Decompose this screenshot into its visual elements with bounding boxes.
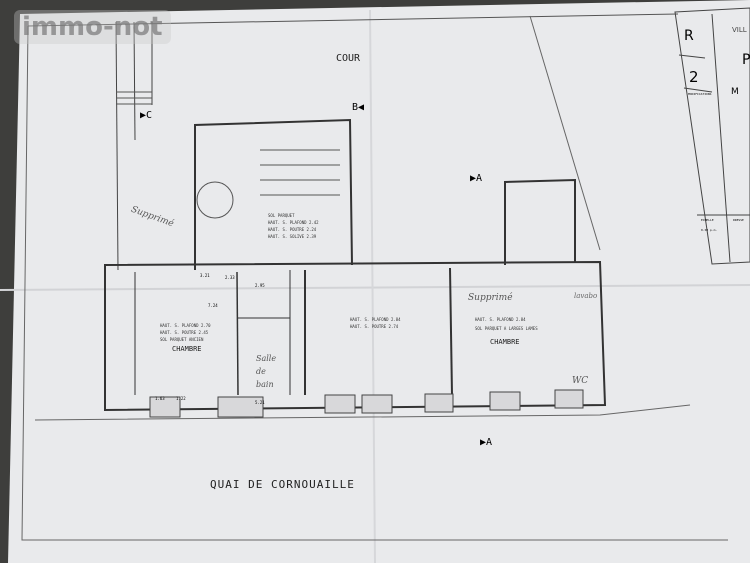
wall	[449, 267, 453, 396]
stair-tower	[194, 118, 353, 270]
border-line	[21, 25, 728, 541]
annex-tower	[504, 178, 576, 265]
watermark: immo-not	[14, 10, 171, 44]
dimension: 1.63	[155, 396, 165, 401]
handwritten-sink: lavabo	[574, 292, 598, 300]
stair-notes: SOL PARQUET HAUT. S. PLAFOND 2.42 HAUT. …	[268, 213, 319, 239]
handwritten-wc: WC	[572, 376, 589, 386]
stairs	[196, 149, 340, 219]
handwritten-bathroom: Salle de bain	[256, 354, 277, 389]
dimension: 5.21	[255, 400, 265, 405]
title-block-scale-label: ECHELLE	[701, 218, 714, 222]
title-block-owner: M	[731, 87, 739, 97]
room-left-notes: HAUT. S. PLAFOND 2.70 HAUT. S. POUTRE 2.…	[160, 323, 211, 342]
section-marker-b: B◀	[352, 102, 365, 113]
room-left-label: CHAMBRE	[172, 345, 202, 353]
dimension: 3.21	[200, 273, 210, 278]
room-right-label: CHAMBRE	[490, 338, 520, 346]
paper-sheet	[8, 0, 750, 563]
border-line	[27, 13, 679, 27]
room-right-notes: HAUT. S. PLAFOND 2.84 SOL PARQUET A LARG…	[475, 317, 538, 331]
title-block-modifications: MODIFICATIONS	[688, 92, 712, 96]
wall	[115, 21, 119, 271]
paper-fold	[0, 284, 750, 291]
quay-line	[34, 404, 691, 421]
property-line	[529, 15, 601, 251]
title-block-title: P	[742, 52, 750, 68]
dimension: 1.22	[176, 396, 186, 401]
dimension: 7.24	[208, 303, 218, 308]
title-block-letter: R	[684, 28, 694, 44]
title-block-city: VILL	[732, 26, 747, 34]
wall	[133, 21, 136, 141]
title-block-drawn-by: DRESSE	[733, 218, 744, 222]
dimension: 2.95	[255, 283, 265, 288]
wall	[236, 271, 239, 396]
handwritten-removed: Supprimé	[129, 204, 175, 230]
room-middle-notes: HAUT. S. PLAFOND 2.84 HAUT. S. POUTRE 2.…	[350, 317, 401, 329]
title-block-number: 2	[689, 68, 699, 86]
window-recesses	[149, 389, 584, 418]
building-outline	[104, 260, 607, 412]
title-block-scale: 0.02 p.m.	[701, 228, 718, 232]
section-marker-c: ▶C	[140, 110, 153, 121]
handwritten-removed: Supprimé	[468, 293, 513, 303]
dimension: 2.33	[225, 275, 235, 280]
street-label: QUAI DE CORNOUAILLE	[210, 478, 355, 491]
courtyard-label: COUR	[336, 53, 361, 64]
section-marker-a-top: ▶A	[470, 173, 483, 184]
paper-fold	[369, 9, 376, 563]
title-block	[674, 7, 750, 265]
section-marker-a-bottom: ▶A	[480, 437, 493, 448]
